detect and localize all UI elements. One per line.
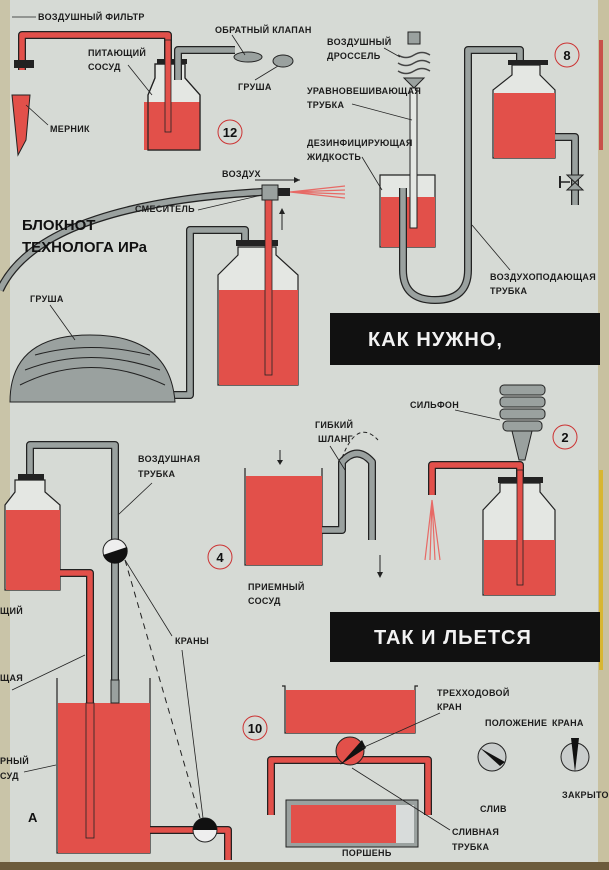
upper-tank bbox=[286, 690, 415, 733]
label-air-tube: ВОЗДУШНАЯ bbox=[138, 454, 200, 464]
diagram-sprayer: ВОЗДУХ СМЕСИТЕЛЬ БЛОКНОТ ТЕХНОЛОГА ИРа Г… bbox=[0, 169, 346, 403]
label-balance-tube: УРАВНОВЕШИВАЮЩАЯ bbox=[307, 86, 421, 96]
label-air-feed-tube-2: ТРУБКА bbox=[490, 286, 527, 296]
label-receiver-2: СОСУД bbox=[248, 596, 281, 606]
number-circle-10 bbox=[242, 715, 268, 741]
label-cut-1: ЩИЙ bbox=[0, 605, 23, 616]
measurer-vessel bbox=[11, 94, 31, 157]
label-cut-4: СУД bbox=[0, 771, 19, 781]
number-4: 4 bbox=[216, 550, 224, 565]
banner-how-it-should-be bbox=[330, 313, 600, 365]
label-bellows: СИЛЬФОН bbox=[410, 400, 459, 410]
label-flexible-hose-2: ШЛАНГ bbox=[318, 434, 353, 444]
number-12: 12 bbox=[223, 125, 237, 140]
label-measurer: МЕРНИК bbox=[50, 124, 90, 134]
air-feed-tube bbox=[400, 47, 523, 303]
label-bulb-mid: ГРУША bbox=[30, 294, 64, 304]
label-three-way-valve-2: КРАН bbox=[437, 702, 462, 712]
bellows-icon bbox=[499, 384, 546, 461]
label-cut-2: ЩАЯ bbox=[0, 673, 23, 683]
label-of-valve: КРАНА bbox=[552, 718, 584, 728]
number-8: 8 bbox=[563, 48, 570, 63]
label-air-feed-tube: ВОЗДУХОПОДАЮЩАЯ bbox=[490, 272, 596, 282]
air-tube bbox=[27, 442, 118, 700]
label-flexible-hose: ГИБКИЙ bbox=[315, 419, 353, 430]
tap-valve-icon bbox=[565, 174, 585, 191]
number-2: 2 bbox=[561, 430, 568, 445]
number-circle-4 bbox=[207, 544, 233, 570]
check-valve bbox=[233, 51, 263, 63]
label-mixer: СМЕСИТЕЛЬ bbox=[135, 204, 195, 214]
label-bulb: ГРУША bbox=[238, 82, 272, 92]
diagram-8: ВОЗДУШНЫЙ ДРОССЕЛЬ УРАВНОВЕШИВАЮЩАЯ ТРУБ… bbox=[306, 31, 596, 304]
label-valves: КРАНЫ bbox=[175, 636, 209, 646]
notebook-title: БЛОКНОТ bbox=[22, 217, 95, 234]
label-air: ВОЗДУХ bbox=[222, 169, 261, 179]
label-drain-tube-2: ТРУБКА bbox=[452, 842, 489, 852]
label-air-tube-2: ТРУБКА bbox=[138, 469, 175, 479]
diagram-letter-a: А bbox=[28, 810, 38, 825]
bulb-icon bbox=[272, 54, 294, 68]
diagram-2: СИЛЬФОН 2 bbox=[410, 384, 578, 596]
diagram-a: ВОЗДУШНАЯ ТРУБКА КРАНЫ ЩИЙ ЩАЯ РНЫЙ СУД … bbox=[0, 441, 232, 860]
diagram-4: ГИБКИЙ ШЛАНГ ПРИЕМНЫЙ СОСУД 4 bbox=[207, 419, 383, 606]
mixer-box bbox=[261, 184, 279, 201]
label-disinfectant: ДЕЗИНФИЦИРУЮЩАЯ bbox=[307, 138, 413, 148]
label-position: ПОЛОЖЕНИЕ bbox=[485, 718, 547, 728]
label-three-way-valve: ТРЕХХОДОВОЙ bbox=[437, 687, 510, 698]
label-drain: СЛИВ bbox=[480, 804, 507, 814]
number-10: 10 bbox=[248, 721, 262, 736]
number-circle-8 bbox=[554, 42, 580, 68]
label-check-valve: ОБРАТНЫЙ КЛАПАН bbox=[215, 24, 312, 35]
throttle-valve bbox=[407, 31, 421, 45]
banner-how-it-pours bbox=[330, 612, 600, 662]
label-feed-vessel-2: СОСУД bbox=[88, 62, 121, 72]
label-drain-tube: СЛИВНАЯ bbox=[452, 827, 499, 837]
diagram-10: ТРЕХХОДОВОЙ КРАН СЛИВНАЯ ТРУБКА ПОРШЕНЬ … bbox=[242, 685, 609, 858]
valve-position-drain-icon bbox=[477, 742, 507, 772]
label-cut-3: РНЫЙ bbox=[0, 755, 29, 766]
label-air-filter: ВОЗДУШНЫЙ ФИЛЬТР bbox=[38, 11, 145, 22]
label-receiver: ПРИЕМНЫЙ bbox=[248, 581, 305, 592]
balance-tube bbox=[409, 87, 418, 229]
valve-bottom[interactable] bbox=[192, 817, 218, 843]
banner-text-1: КАК НУЖНО, bbox=[368, 329, 503, 351]
diagram-12: ВОЗДУШНЫЙ ФИЛЬТР ОБРАТНЫЙ КЛАПАН ПИТАЮЩИ… bbox=[11, 11, 312, 157]
three-way-valve[interactable] bbox=[335, 736, 366, 766]
valve-position-closed-icon bbox=[560, 738, 590, 772]
label-balance-tube-2: ТРУБКА bbox=[307, 100, 344, 110]
label-disinfectant-2: ЖИДКОСТЬ bbox=[306, 152, 361, 162]
valve-top[interactable] bbox=[102, 538, 128, 564]
label-piston: ПОРШЕНЬ bbox=[342, 848, 392, 858]
label-air-throttle: ВОЗДУШНЫЙ bbox=[327, 36, 392, 47]
label-feed-vessel: ПИТАЮЩИЙ bbox=[88, 47, 146, 58]
flexible-hose bbox=[322, 450, 375, 540]
banner-text-2: ТАК И ЛЬЕТСЯ bbox=[374, 627, 532, 649]
number-circle-12 bbox=[217, 119, 243, 145]
label-air-throttle-2: ДРОССЕЛЬ bbox=[327, 51, 381, 61]
notebook-subtitle: ТЕХНОЛОГА ИРа bbox=[22, 239, 148, 256]
number-circle-2 bbox=[552, 424, 578, 450]
page-edge bbox=[598, 0, 609, 870]
page-gutter bbox=[0, 0, 10, 870]
label-closed: ЗАКРЫТО bbox=[562, 790, 609, 800]
